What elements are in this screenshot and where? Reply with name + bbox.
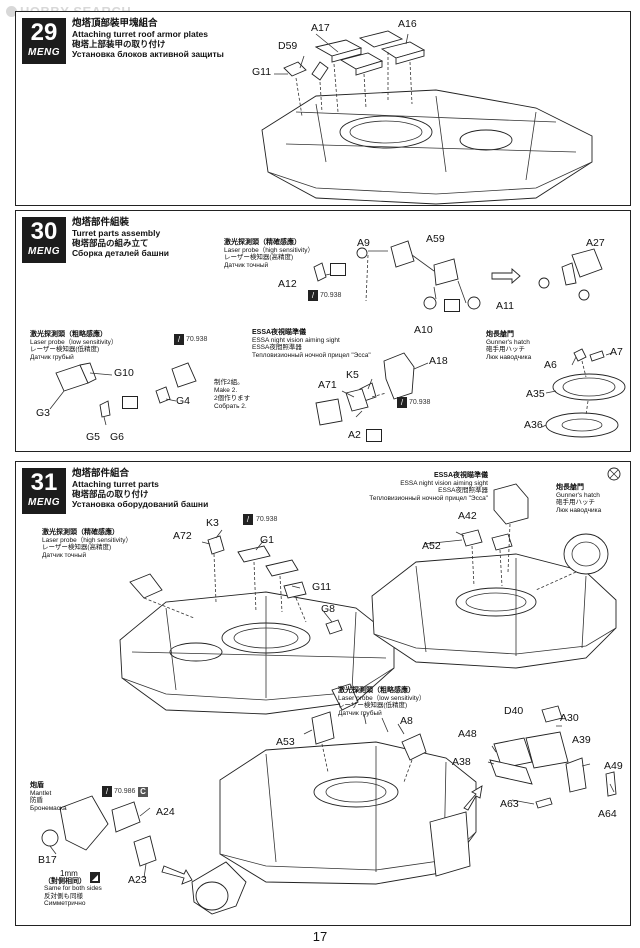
part-label-a30: A30 xyxy=(560,712,579,724)
part-label-a8: A8 xyxy=(400,715,413,727)
gunners-hatch-note: 炮長艙門 Gunner's hatch 砲手用ハッチ Люк наводчика xyxy=(556,484,602,514)
part-label-g10: G10 xyxy=(114,367,134,379)
part-label-g11: G11 xyxy=(252,66,272,78)
laser-probe-high-note: 激光探測頭（精確感應） Laser probe（high sensitivity… xyxy=(42,529,132,559)
essa-sight-note: ESSA夜視瞄準儀 ESSA night vision aiming sight… xyxy=(369,472,488,502)
part-label-a9: A9 xyxy=(357,237,370,249)
part-label-a27: A27 xyxy=(586,237,605,249)
part-label-g6: G6 xyxy=(110,431,125,443)
part-label-g8: G8 xyxy=(321,603,336,615)
part-label-a52: A52 xyxy=(422,540,441,552)
part-label-k5: K5 xyxy=(346,369,359,381)
part-label-a38: A38 xyxy=(452,756,471,768)
step-31-badge: 31 MENG xyxy=(22,468,66,514)
part-label-a71: A71 xyxy=(318,379,337,391)
part-label-a16: A16 xyxy=(398,18,417,30)
paint-brush-icon: / xyxy=(308,290,318,301)
page-number: 17 xyxy=(312,929,328,944)
step-29-title: 炮塔頂部裝甲塊組合 Attaching turret roof armor pl… xyxy=(72,18,224,60)
part-label-a49: A49 xyxy=(604,760,623,772)
laser-probe-low-note: 激光探測頭（粗略感應） Laser probe（low sensitivity）… xyxy=(30,331,118,361)
cement-icon xyxy=(366,429,382,442)
color-code-badge: C xyxy=(138,787,148,797)
laser-probe-high-note: 激光探測頭（精確感應） Laser probe（high sensitivity… xyxy=(224,239,314,269)
part-label-a39: A39 xyxy=(572,734,591,746)
paint-brush-icon: / xyxy=(174,334,184,345)
part-label-d59: D59 xyxy=(278,40,298,52)
part-label-a63: A63 xyxy=(500,798,519,810)
part-label-a64: A64 xyxy=(598,808,617,820)
part-label-a11: A11 xyxy=(496,300,514,312)
part-label-g11: G11 xyxy=(312,581,332,593)
part-label-a53: A53 xyxy=(276,736,295,748)
step-29-drawing xyxy=(261,30,593,205)
part-label-a48: A48 xyxy=(458,728,477,740)
paint-brush-icon: / xyxy=(397,397,407,408)
step-31-drawing xyxy=(41,467,621,915)
part-label-a72: A72 xyxy=(173,530,192,542)
part-label-a59: A59 xyxy=(426,233,445,245)
cement-icon xyxy=(122,396,138,409)
part-label-a42: A42 xyxy=(458,510,477,522)
part-label-d40: D40 xyxy=(504,705,524,717)
sand-tool-icon: ◢ xyxy=(90,872,100,883)
part-label-a35: A35 xyxy=(526,388,545,400)
paint-brush-icon: / xyxy=(243,514,253,525)
part-label-a24: A24 xyxy=(156,806,175,818)
step-30-title: 炮塔部件組裝 Turret parts assembly 砲塔部品の組み立て С… xyxy=(72,217,169,259)
cement-icon xyxy=(330,263,346,276)
part-label-g4: G4 xyxy=(176,395,191,407)
part-label-a23: A23 xyxy=(128,874,147,886)
gunners-hatch-note: 炮長艙門 Gunner's hatch 砲手用ハッチ Люк наводчика xyxy=(486,331,532,361)
part-label-a36: A36 xyxy=(524,419,543,431)
essa-sight-note: ESSA夜視瞄準儀 ESSA night vision aiming sight… xyxy=(252,329,371,359)
part-label-a2: A2 xyxy=(348,429,361,441)
part-label-a17: A17 xyxy=(311,22,330,34)
step-31-panel: 31 MENG 炮塔部件組合 Attaching turret parts 砲塔… xyxy=(15,461,631,926)
step-29-panel: 29 MENG 炮塔頂部裝甲塊組合 Attaching turret roof … xyxy=(15,11,631,206)
part-label-g1: G1 xyxy=(260,534,275,546)
cement-icon xyxy=(444,299,460,312)
hobby-search-logo-icon xyxy=(6,6,17,17)
step-31-title: 炮塔部件組合 Attaching turret parts 砲塔部品の取り付け … xyxy=(72,468,209,510)
part-label-a10: A10 xyxy=(414,324,433,336)
step-30-badge: 30 MENG xyxy=(22,217,66,263)
part-label-a7: A7 xyxy=(610,346,623,358)
make-two-note: 制作2組。 Make 2. 2個作ります Собрать 2. xyxy=(214,379,251,410)
paint-brush-icon: / xyxy=(102,786,112,797)
both-sides-note: 1mm （對側相同） Same for both sides 反対側も同様 Си… xyxy=(44,869,102,907)
part-label-a18: A18 xyxy=(429,355,448,367)
part-label-g5: G5 xyxy=(86,431,101,443)
part-label-k3: K3 xyxy=(206,517,219,529)
mantlet-note: 炮盾 Mantlet 防盾 Бронемаска xyxy=(30,782,67,812)
step-29-badge: 29 MENG xyxy=(22,18,66,64)
part-label-a12: A12 xyxy=(278,278,297,290)
part-label-a6: A6 xyxy=(544,359,557,371)
laser-probe-low-note: 激光探測頭（粗略感應） Laser probe（low sensitivity）… xyxy=(338,687,426,717)
part-label-g3: G3 xyxy=(36,407,51,419)
step-30-panel: 30 MENG 炮塔部件組裝 Turret parts assembly 砲塔部… xyxy=(15,210,631,452)
part-label-b17: B17 xyxy=(38,854,57,866)
